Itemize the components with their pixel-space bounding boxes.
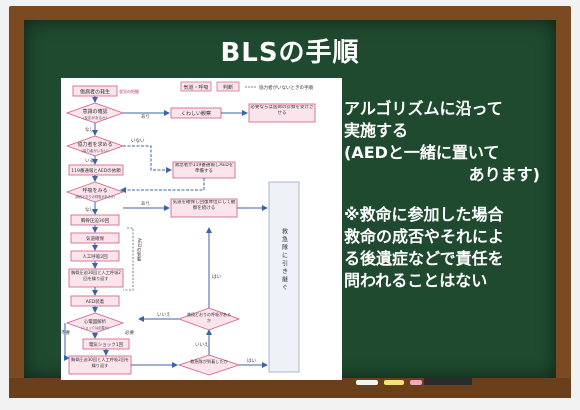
node-helpers-label: 協力者を求める [77,141,112,148]
note-line-5: ※救命に参加した場合 [344,205,504,224]
node-cpr-repeat-1-label: 胸骨圧迫30回と人工呼吸2回を繰り返す [71,270,121,281]
branch-nashi-1: なし [85,126,94,133]
aed-arrival-fo: AEDの到着 [136,238,141,261]
note-line-7: る後遺症などで責任を [344,249,504,268]
branch-iie-1: いいえ [195,342,209,348]
legend-note: 協力者がいないときの手順 [259,84,313,91]
note-line-3: (AEDと一緒に置いて [344,143,500,162]
ems-handover-label: 救急隊に引き継ぐ [280,228,288,292]
bls-notes: アルゴリズムに沿って 実施する (AEDと一緒に置いて あります) ※救命に参加… [344,98,554,292]
node-occurrence-side: 状況の把握 [119,88,139,94]
node-breathing-sub: (普段どおりの呼吸があるか) [75,194,116,199]
chalk-tray [9,378,571,398]
node-shock-label: 電気ショック1回 [89,341,124,348]
chalk-white [356,380,378,385]
chalk-pink [410,380,422,385]
node-compression-label: 胸骨圧迫30回 [81,217,110,224]
branch-hai-2: はい [212,274,221,280]
arrow-rescuer-back [120,178,205,193]
note-line-4: あります) [468,165,540,184]
aed-arrival-label: AEDの到着 [136,238,141,261]
branch-inai: いない [131,137,145,144]
bls-flowchart: 気道・呼吸 判断 協力者がいないときの手順 傷病者の発生 状況の把握 意識の確認… [61,78,342,380]
branch-fuyou: 不要 [61,330,70,336]
node-doctor-label: 必要ならば医師の診察を受けさせる [250,105,314,116]
branch-iru: いる [85,158,94,164]
node-ecg-sub: (ショックは必要か) [81,325,109,330]
node-rescuer-call-label: 救急者が119番通報しAEDを準備する [174,163,234,174]
branch-ari-1: あり [141,114,150,120]
node-call-119 [68,164,124,176]
chalkboard: BLSの手順 気道・呼吸 判断 協力者がいないときの手順 傷病者の発生 状況の把… [24,20,556,380]
note-gap [344,186,554,204]
arrow-3-right [123,145,172,173]
node-airway-label: 気道確保 [86,235,104,242]
node-normal-breathing [177,307,241,331]
node-doctor [248,103,316,123]
branch-hitsuyou: 必要 [125,329,134,336]
ems-handover-fo: 救急隊に引き継ぐ [280,228,288,292]
branch-hai-1: はい [247,358,256,364]
node-breathing-label: 呼吸をみる [82,187,107,194]
node-cpr-repeat-1 [68,268,124,288]
node-ems-arrived [177,354,241,376]
node-aed-attach-label: AED装着 [86,298,105,305]
branch-nashi-2: なし [85,206,94,213]
legend-box-1-label: 気道・呼吸 [183,84,208,91]
node-consciousness-label: 意識の確認 [82,108,107,115]
note-line-1: アルゴリズムに沿って [344,99,503,118]
note-line-6: 救命の成否やそれによ [344,227,505,246]
node-normal-breathing-fo: 普段どおりの呼吸があるか [187,312,231,323]
node-cpr-repeat-1-fo: 胸骨圧迫30回と人工呼吸2回を繰り返す [71,270,121,281]
node-ecg-label: 心電図解析 [84,318,107,325]
arrow-fuyou [64,323,70,361]
note-line-8: 問われることはない [344,271,488,290]
node-consciousness-sub: (反応があるか) [83,115,107,120]
ems-handover-box [268,181,300,373]
note-line-2: 実施する [344,121,409,140]
node-rescue-breath-label: 人工呼吸2回 [82,253,108,260]
node-detail-label: くわしい観察 [181,110,211,117]
node-ems-arrived-fo: 救急隊が到着したか [190,359,228,364]
node-helpers-sub: (協力者がいない) [81,148,109,153]
node-cpr-repeat-2-fo: 胸骨圧迫30回と人工呼吸2回を繰り返す [70,357,130,368]
node-cpr-repeat-2-label: 胸骨圧迫30回と人工呼吸2回を繰り返す [70,357,130,368]
node-ems-arrived-label: 救急隊が到着したか [190,359,228,364]
legend-box-1 [180,81,212,92]
aed-arrival-bracket [123,227,134,291]
node-occurrence-label: 傷病者の発生 [80,89,110,96]
node-recovery-label: 気道を確保し回復体位にして観察を続ける [172,200,236,211]
chalk-yellow [384,380,404,385]
legend-box-2-label: 判断 [223,84,233,91]
node-rescuer-call-fo: 救急者が119番通報しAEDを準備する [174,163,234,174]
node-call-119-label: 119番通報とAEDの依頼 [71,167,121,174]
branch-iie-2: いいえ [157,312,171,318]
legend-box-2 [216,81,240,92]
slide-title: BLSの手順 [220,38,360,68]
flowchart-svg: 気道・呼吸 判断 協力者がいないときの手順 傷病者の発生 状況の把握 意識の確認… [61,81,316,376]
branch-ari-2: あり [141,201,150,207]
node-recovery-fo: 気道を確保し回復体位にして観察を続ける [172,200,236,211]
node-doctor-fo: 必要ならば医師の診察を受けさせる [250,105,314,116]
node-normal-breathing-label: 普段どおりの呼吸があるか [187,312,231,323]
